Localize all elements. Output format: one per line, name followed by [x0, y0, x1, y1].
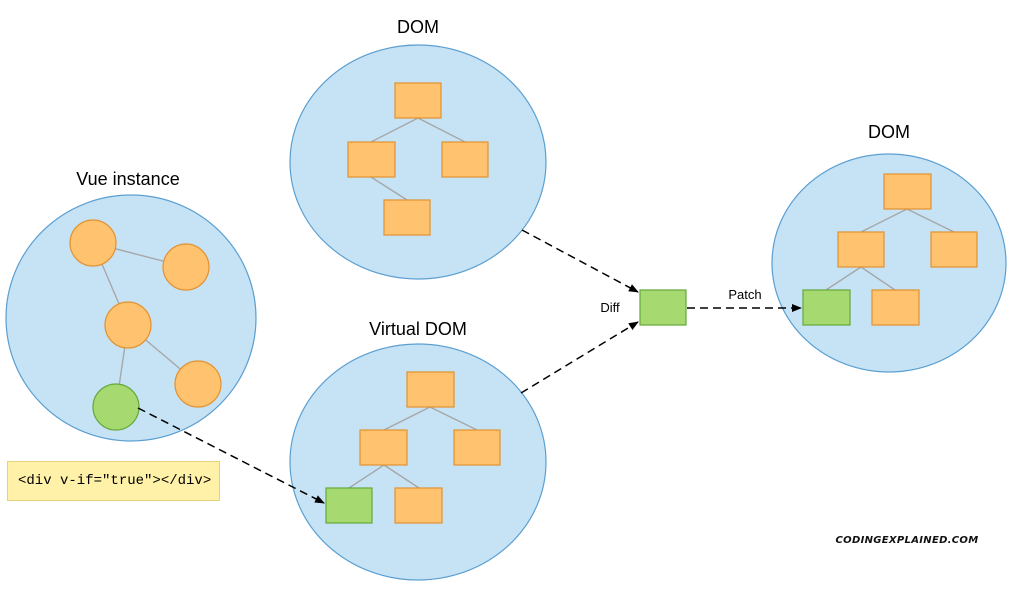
- dom-top-title: DOM: [397, 17, 439, 37]
- patched-dom-node: [802, 289, 851, 326]
- vdom-node: [359, 429, 408, 466]
- dom-node: [883, 173, 932, 210]
- new-component-node: [92, 383, 140, 431]
- patch-label: Patch: [728, 287, 761, 302]
- dom-right-tree: [802, 173, 978, 326]
- vue-instance-tree: [69, 219, 222, 431]
- arrow-dom-to-diff: [521, 229, 639, 293]
- vdom-node: [394, 487, 443, 524]
- vdom-node: [453, 429, 501, 466]
- dom-node: [837, 231, 885, 268]
- virtual-dom-tree: [325, 371, 501, 524]
- component-node: [104, 301, 152, 349]
- tree-edge: [383, 464, 420, 489]
- component-node: [162, 243, 210, 291]
- dom-node: [871, 289, 920, 326]
- dom-top-blob: [289, 44, 547, 280]
- dom-node: [930, 231, 978, 268]
- tree-edge: [348, 464, 385, 489]
- dom-right-title: DOM: [868, 122, 910, 142]
- dom-node: [347, 141, 396, 178]
- diff-label: Diff: [600, 300, 620, 315]
- virtual-dom-title: Virtual DOM: [369, 319, 467, 339]
- tree-edge: [429, 406, 478, 431]
- code-snippet-box: <div v-if="true"></div>: [7, 461, 220, 501]
- dom-top-tree: [347, 82, 489, 236]
- tree-edge: [860, 208, 908, 233]
- component-node: [174, 360, 222, 408]
- new-vdom-node: [325, 487, 373, 524]
- arrow-component-to-vdom: [137, 407, 325, 504]
- tree-edge: [906, 208, 955, 233]
- tree-edge: [825, 266, 862, 291]
- arrow-vdom-to-diff: [520, 321, 639, 394]
- dom-node: [383, 199, 431, 236]
- tree-edge: [370, 117, 419, 143]
- tree-edge: [860, 266, 896, 291]
- dom-node: [441, 141, 489, 178]
- tree-edge: [417, 117, 466, 143]
- vue-instance-title: Vue instance: [76, 169, 179, 189]
- vdom-node: [406, 371, 455, 408]
- tree-edge: [370, 176, 408, 201]
- code-snippet: <div v-if="true"></div>: [18, 473, 212, 489]
- component-node: [69, 219, 117, 267]
- dom-node: [394, 82, 442, 119]
- brand-watermark: CODINGEXPLAINED.COM: [836, 535, 979, 546]
- diff-node: [639, 289, 687, 326]
- tree-edge: [383, 406, 431, 431]
